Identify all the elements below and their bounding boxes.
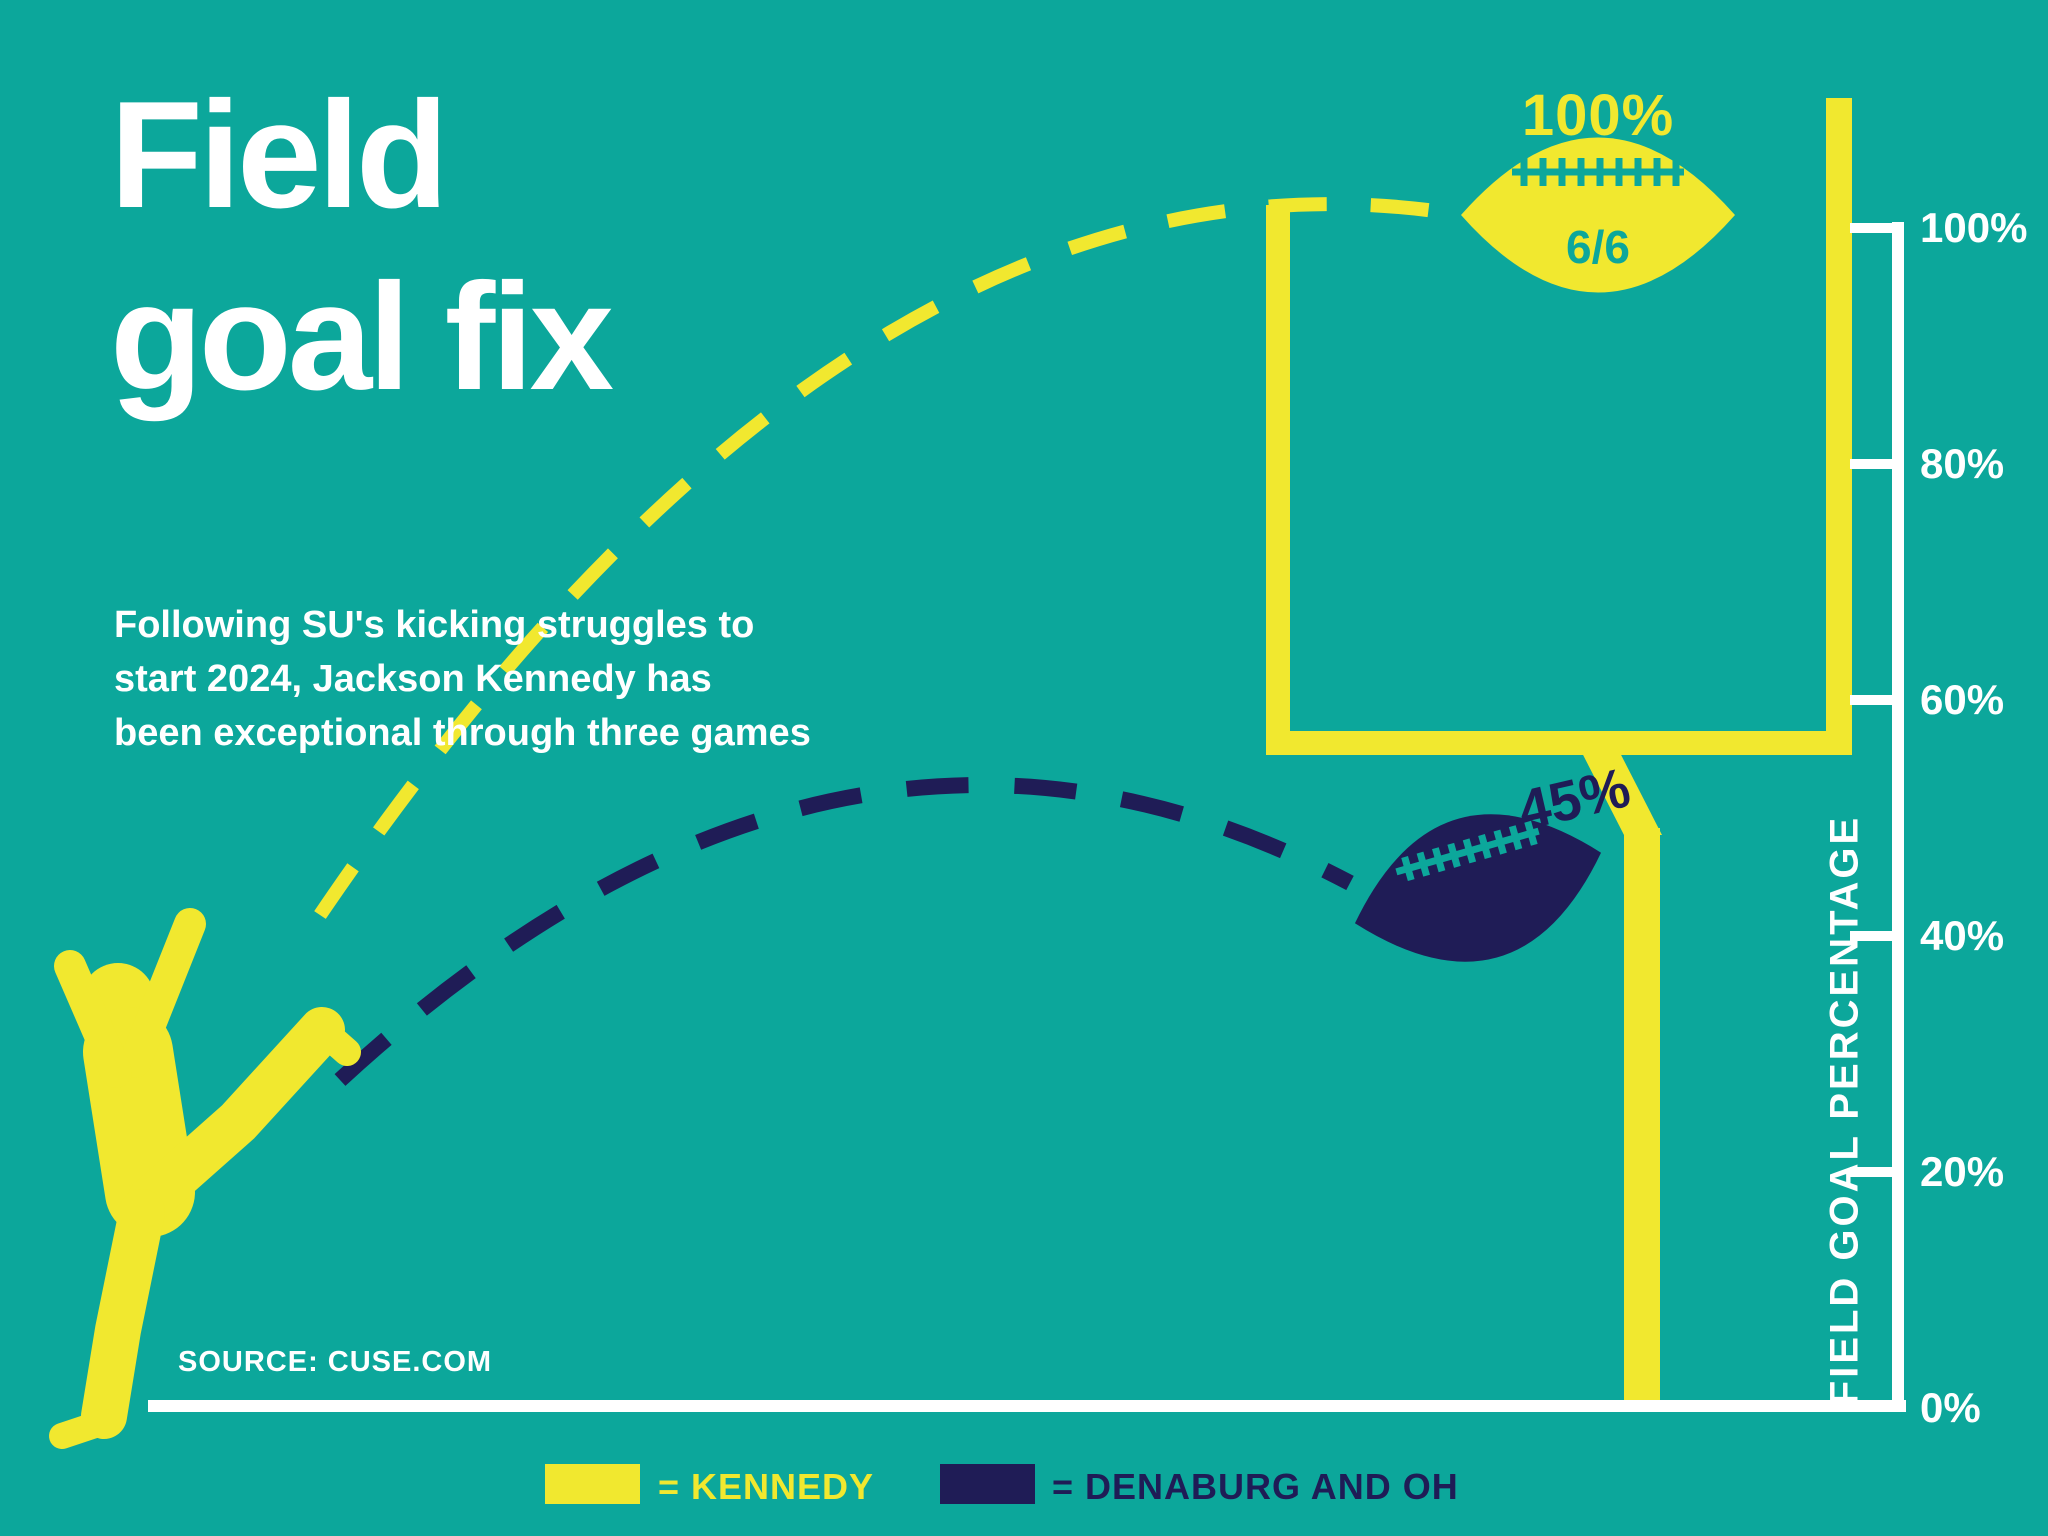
axis-tick-20	[1850, 1167, 1894, 1177]
kicker-plant-leg	[81, 1189, 165, 1439]
axis-tick-label-20: 20%	[1920, 1148, 2005, 1195]
goal-post-left-upright	[1266, 205, 1290, 755]
axis-tick-label-40: 40%	[1920, 912, 2005, 959]
goal-post-crossbar	[1266, 731, 1852, 755]
axis-tick-label-100: 100%	[1920, 204, 2028, 251]
goal-post-pole	[1624, 828, 1660, 1408]
kicker-arm-left	[54, 950, 132, 1088]
subtitle-line: Following SU's kicking struggles to	[114, 604, 755, 646]
denaburg-trajectory-arc	[334, 777, 1354, 1086]
source-credit: SOURCE: CUSE.COM	[178, 1346, 493, 1378]
subtitle: Following SU's kicking struggles to star…	[114, 598, 811, 760]
kicker-arm-right	[119, 908, 206, 1078]
legend-swatch-denaburg-oh	[940, 1464, 1035, 1504]
axis-line	[1892, 222, 1904, 1412]
axis-tick-40	[1850, 931, 1894, 941]
legend-label-denaburg-oh: = DENABURG AND OH	[1052, 1466, 1459, 1507]
page-title-line1: Field	[110, 70, 449, 240]
goal-post-icon	[1266, 98, 1852, 1408]
axis-tick-label-60: 60%	[1920, 676, 2005, 723]
axis-tick-label-0: 0%	[1920, 1384, 1981, 1431]
goal-post-right-upright	[1826, 98, 1852, 755]
page-title-line2: goal fix	[110, 252, 614, 422]
axis-tick-100	[1850, 223, 1894, 233]
axis-tick-80	[1850, 459, 1894, 469]
kicker-plant-foot	[49, 1409, 117, 1449]
kicker-kicking-leg	[127, 1007, 345, 1223]
page-title: Field goal fix	[110, 64, 614, 428]
kennedy-percentage-label: 100%	[1521, 83, 1675, 148]
ground-line	[148, 1400, 1906, 1412]
subtitle-line: start 2024, Jackson Kennedy has	[114, 658, 712, 700]
kennedy-football-icon	[1461, 137, 1735, 293]
kicker-silhouette-icon	[49, 908, 361, 1449]
axis-title: FIELD GOAL PERCENTAGE	[1822, 814, 1867, 1406]
legend-swatch-kennedy	[545, 1464, 640, 1504]
legend-label-kennedy: = KENNEDY	[658, 1466, 875, 1507]
percentage-axis	[148, 222, 1906, 1412]
kennedy-football-laces	[1512, 158, 1684, 186]
axis-tick-60	[1850, 695, 1894, 705]
kennedy-made-attempts-label: 6/6	[1566, 221, 1630, 273]
goal-post-gooseneck	[1578, 745, 1662, 835]
denaburg-football-icon	[1354, 814, 1602, 962]
denaburg-football-laces	[1395, 820, 1540, 882]
kicker-kicking-foot	[308, 1016, 361, 1066]
axis-tick-label-80: 80%	[1920, 440, 2005, 487]
subtitle-line: been exceptional through three games	[114, 712, 811, 754]
